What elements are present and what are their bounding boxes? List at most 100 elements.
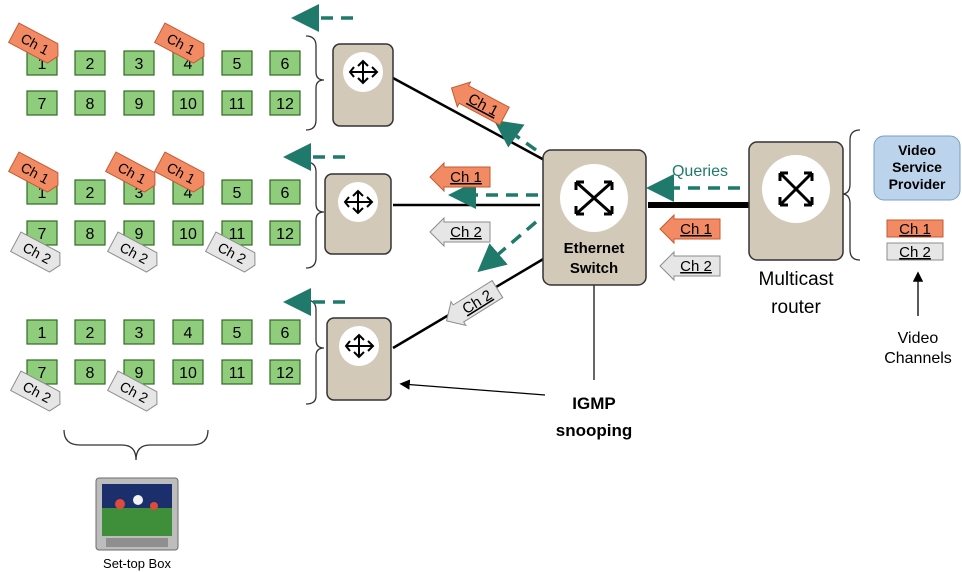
stb-number: 2 xyxy=(86,56,95,73)
set-top-box[interactable]: 10 xyxy=(172,220,204,246)
router-label-line1: Multicast xyxy=(759,269,835,290)
stb-number: 4 xyxy=(184,325,193,342)
stb-number: 12 xyxy=(276,365,294,382)
channel-ch1-label: Ch 1 xyxy=(899,221,931,238)
access-hub-bottom[interactable] xyxy=(326,317,392,401)
set-top-box[interactable]: 12 xyxy=(269,359,301,385)
channel-ch2-label: Ch 2 xyxy=(899,244,931,261)
stb-number: 7 xyxy=(38,226,47,243)
set-top-box[interactable]: 5 xyxy=(221,319,253,345)
stb-number: 11 xyxy=(229,365,246,382)
stb-number: 10 xyxy=(179,226,197,243)
switch-label-line1: Ethernet xyxy=(564,240,625,257)
stb-number: 8 xyxy=(86,96,95,113)
channel-ch1[interactable]: Ch 1 xyxy=(886,219,944,238)
stb-number: 5 xyxy=(233,185,242,202)
stb-number: 6 xyxy=(281,325,290,342)
stb-number: 3 xyxy=(135,56,144,73)
stb-number: 9 xyxy=(135,96,144,113)
set-top-box[interactable]: 5 xyxy=(221,50,253,76)
set-top-box[interactable]: 8 xyxy=(74,90,106,116)
set-top-box[interactable]: 6 xyxy=(269,179,301,205)
stb-number: 11 xyxy=(229,226,246,243)
stb-number: 12 xyxy=(276,96,294,113)
link-flag-router-ch2: Ch 2 xyxy=(659,250,721,282)
set-top-box[interactable]: 2 xyxy=(74,179,106,205)
stb-number: 1 xyxy=(38,56,47,73)
provider-label-line1: Video xyxy=(898,142,936,158)
link-flag-router-ch1-label: Ch 1 xyxy=(680,221,712,238)
set-top-box[interactable]: 8 xyxy=(74,359,106,385)
link-flag-middle-ch2-label: Ch 2 xyxy=(450,224,482,241)
igmp-label-line1: IGMP xyxy=(572,394,615,413)
set-top-box[interactable]: 1 xyxy=(26,319,58,345)
stb-number: 9 xyxy=(135,226,144,243)
igmp-snooping-arrow xyxy=(399,379,546,396)
channel-ch2[interactable]: Ch 2 xyxy=(886,242,944,261)
link-flag-bottom: Ch 2 xyxy=(445,279,504,327)
access-hub-middle[interactable] xyxy=(324,173,392,255)
set-top-box[interactable]: 9 xyxy=(123,90,155,116)
set-top-box[interactable]: 5 xyxy=(221,179,253,205)
channel-tag: Ch 1 xyxy=(7,151,59,193)
link-flag-top: Ch 1 xyxy=(450,81,510,126)
video-service-provider[interactable]: Video Service Provider xyxy=(873,135,961,201)
switch-label-line2: Switch xyxy=(570,260,618,277)
set-top-box[interactable]: 8 xyxy=(74,220,106,246)
stb-number: 1 xyxy=(38,325,47,342)
stb-number: 2 xyxy=(86,185,95,202)
set-top-box[interactable]: 10 xyxy=(172,359,204,385)
set-top-box[interactable]: 12 xyxy=(269,220,301,246)
set-top-box[interactable]: 2 xyxy=(74,319,106,345)
set-top-box[interactable]: 11 xyxy=(221,90,253,116)
provider-label-line3: Provider xyxy=(889,176,946,192)
stb-number: 4 xyxy=(184,185,193,202)
stb-number: 9 xyxy=(135,365,144,382)
stb-number: 7 xyxy=(38,365,47,382)
switch-icon xyxy=(574,180,614,216)
set-top-box[interactable]: 7 xyxy=(26,359,58,385)
igmp-label-line2: snooping xyxy=(556,421,632,440)
stb-number: 5 xyxy=(233,56,242,73)
link-flag-router-ch1: Ch 1 xyxy=(659,213,721,245)
access-hub-top[interactable] xyxy=(332,43,394,127)
stb-number: 6 xyxy=(281,185,290,202)
set-top-box[interactable]: 6 xyxy=(269,50,301,76)
ethernet-switch[interactable]: Ethernet Switch xyxy=(542,149,647,286)
link-flag-middle-ch1: Ch 1 xyxy=(429,161,491,193)
provider-label-line2: Service xyxy=(892,159,942,175)
stb-number: 3 xyxy=(135,325,144,342)
set-top-box[interactable]: 3 xyxy=(123,319,155,345)
stb-number: 2 xyxy=(86,325,95,342)
multicast-router[interactable] xyxy=(748,141,844,261)
set-top-box-tv xyxy=(95,477,179,551)
igmp-query-arrows xyxy=(283,4,740,316)
stb-number: 6 xyxy=(281,56,290,73)
link-flag-router-ch2-label: Ch 2 xyxy=(680,258,712,275)
router-label-line2: router xyxy=(771,297,821,318)
stb-number: 5 xyxy=(233,325,242,342)
stb-number: 1 xyxy=(38,185,47,202)
set-top-box[interactable]: 4 xyxy=(172,319,204,345)
link-flag-middle-ch2: Ch 2 xyxy=(429,216,491,248)
video-channels-line1: Video xyxy=(898,330,939,347)
set-top-box[interactable]: 2 xyxy=(74,50,106,76)
router-icon xyxy=(778,171,814,207)
set-top-box[interactable]: 7 xyxy=(26,90,58,116)
set-top-box[interactable]: 11 xyxy=(221,359,253,385)
stb-number: 4 xyxy=(184,56,193,73)
set-top-box[interactable]: 6 xyxy=(269,319,301,345)
set-top-box[interactable]: 3 xyxy=(123,50,155,76)
stb-number: 10 xyxy=(179,96,197,113)
video-channels-line2: Channels xyxy=(884,350,952,367)
set-top-box[interactable]: 10 xyxy=(172,90,204,116)
stb-caption: Set-top Box xyxy=(103,556,171,571)
stb-number: 8 xyxy=(86,226,95,243)
link-channel-flags: Ch 1 Ch 1 Ch 2 Ch 2 Ch 1 Ch 2 xyxy=(429,81,721,327)
set-top-box[interactable]: 12 xyxy=(269,90,301,116)
